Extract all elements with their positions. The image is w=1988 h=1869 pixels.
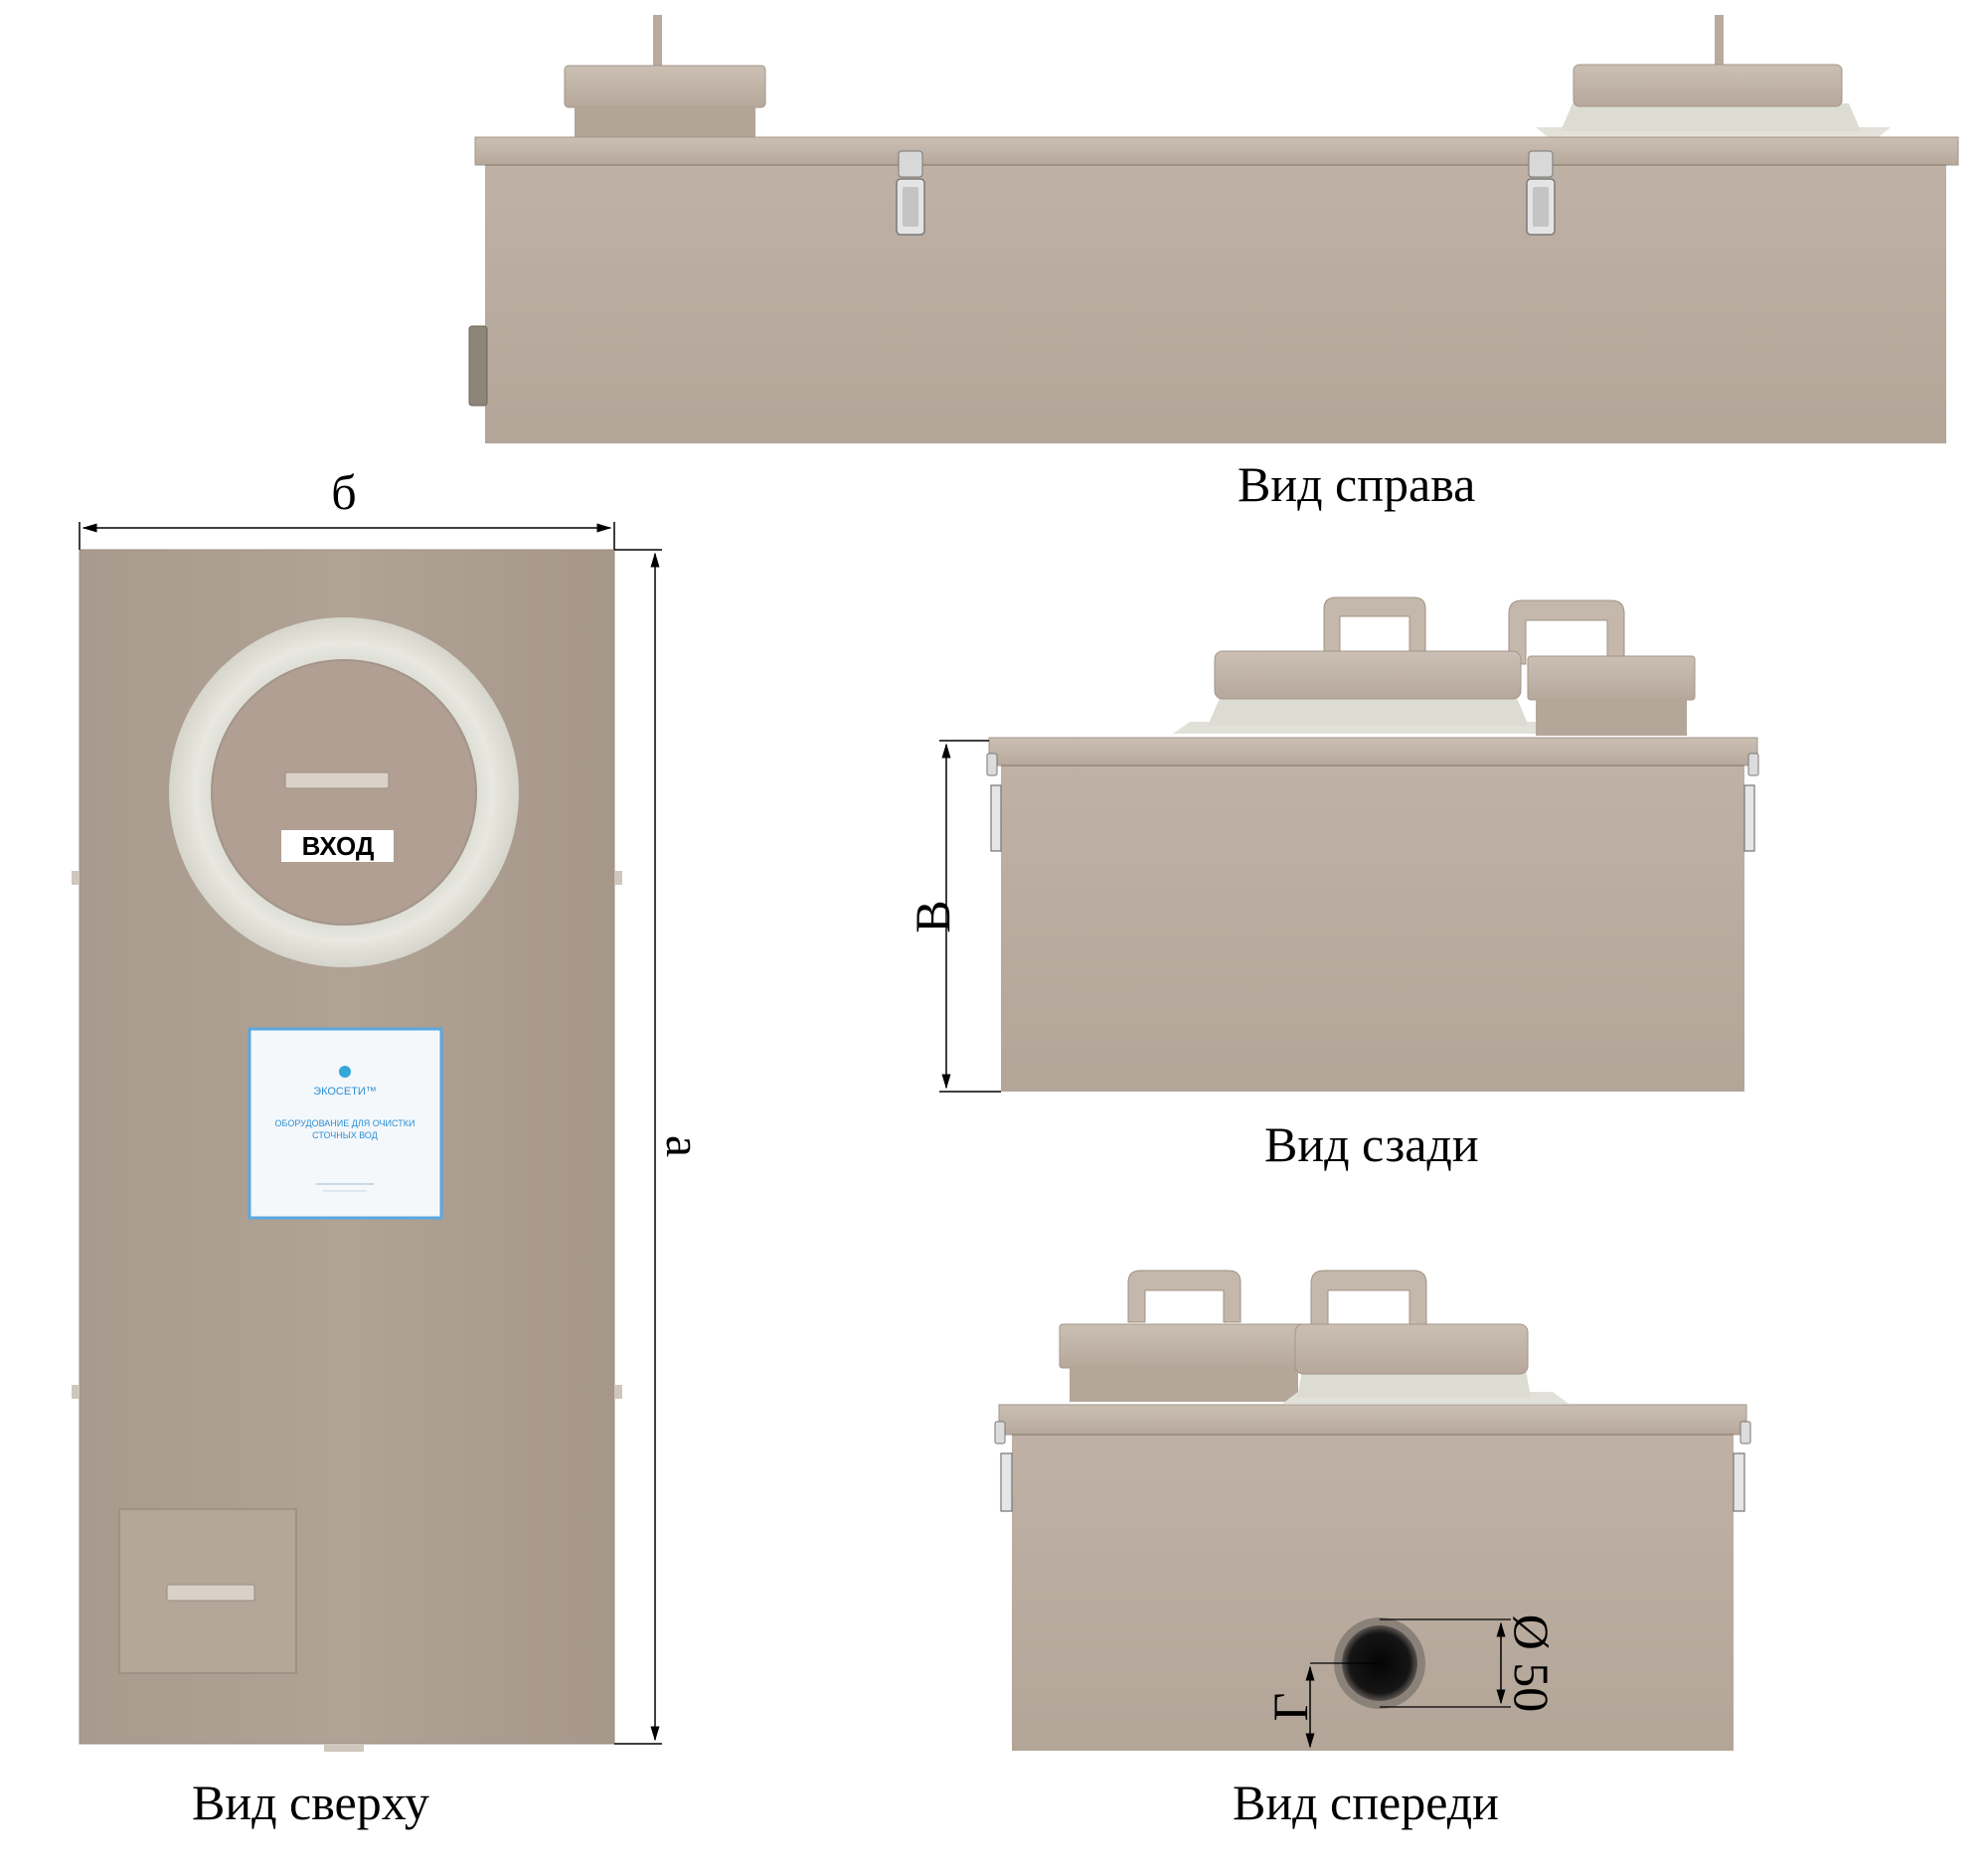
- front-view-latch-left: [994, 1421, 1013, 1512]
- dimension-outlet-height-label: Г: [1262, 1693, 1318, 1722]
- dimension-outlet-height: Г: [1262, 1662, 1380, 1749]
- top-view: ВХОД ЭКОСЕТИ™ ОБОРУДОВАНИЕ ДЛЯ ОЧИСТКИ С…: [72, 464, 712, 1752]
- dimension-height: В: [905, 740, 1001, 1093]
- back-view-latch-right: [1743, 753, 1759, 852]
- dimension-outlet-diameter-label: Ø 50: [1504, 1614, 1560, 1713]
- right-view-pipe-stub: [468, 325, 488, 407]
- back-view-caption: Вид сзади: [1264, 1116, 1479, 1172]
- back-view-handle-1: [1323, 596, 1426, 652]
- dimension-length: а: [614, 549, 712, 1745]
- inlet-label: ВХОД: [302, 831, 375, 861]
- back-view-square-cover: [1527, 655, 1696, 736]
- right-view-square-cover: [564, 65, 766, 139]
- front-view: Ø 50 Г: [994, 1270, 1751, 1751]
- plate-brand: ЭКОСЕТИ™: [313, 1086, 377, 1098]
- dimension-length-label: а: [656, 1135, 712, 1157]
- right-view-latch-right: [1526, 150, 1556, 236]
- top-view-square-handle: [166, 1584, 255, 1602]
- top-view-caption: Вид сверху: [192, 1775, 429, 1830]
- back-view-handle-2: [1508, 599, 1625, 665]
- front-view-round-cover: [1282, 1323, 1569, 1404]
- right-view-lid: [474, 136, 1959, 166]
- front-view-handle-2: [1310, 1270, 1427, 1326]
- top-view-inlet-handle: [284, 771, 390, 789]
- back-view-latch-left: [986, 753, 1002, 852]
- dimension-width: б: [79, 464, 615, 550]
- front-view-handle-1: [1127, 1270, 1242, 1323]
- front-view-latch-right: [1733, 1421, 1751, 1512]
- back-view: В: [905, 596, 1759, 1093]
- right-view: [468, 15, 1959, 443]
- dimension-outlet-diameter: Ø 50: [1380, 1614, 1560, 1713]
- back-view-body: [1001, 765, 1744, 1092]
- right-view-body: [485, 165, 1946, 443]
- dimension-width-label: б: [331, 464, 356, 520]
- right-view-round-cover: [1536, 64, 1891, 141]
- inlet-label-box: [281, 830, 394, 862]
- front-view-square-cover: [1059, 1323, 1307, 1402]
- right-view-caption: Вид справа: [1238, 456, 1476, 512]
- right-view-handle-left: [653, 15, 662, 73]
- right-view-latch-left: [896, 150, 925, 236]
- top-view-square-cover: [118, 1508, 297, 1674]
- top-view-inlet: ВХОД: [169, 617, 519, 967]
- back-view-round-cover: [1173, 650, 1573, 734]
- brand-drop-icon: [339, 1066, 351, 1078]
- back-view-lid: [988, 737, 1758, 766]
- plate-line1: ОБОРУДОВАНИЕ ДЛЯ ОЧИСТКИ: [275, 1118, 415, 1128]
- top-view-info-plate: ЭКОСЕТИ™ ОБОРУДОВАНИЕ ДЛЯ ОЧИСТКИ СТОЧНЫ…: [248, 1027, 443, 1220]
- dimension-height-label: В: [905, 900, 960, 933]
- right-view-handle-right: [1715, 15, 1724, 73]
- plate-line2: СТОЧНЫХ ВОД: [312, 1130, 378, 1140]
- front-view-caption: Вид спереди: [1233, 1775, 1499, 1830]
- front-view-lid: [998, 1404, 1747, 1436]
